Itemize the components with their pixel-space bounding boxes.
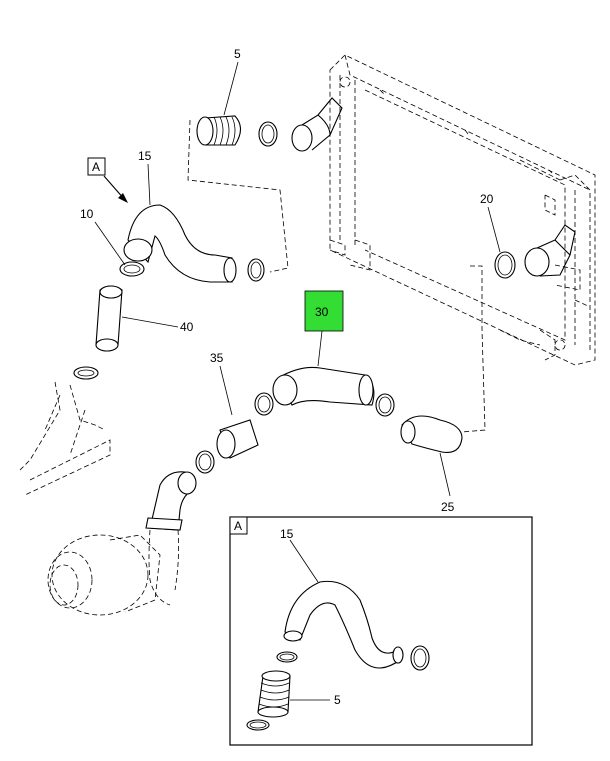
intake-manifold-fragment: [19, 381, 111, 496]
view-marker-label: A: [92, 160, 100, 174]
assembly-path-20: [461, 265, 486, 433]
detail-view-a: A 15 5: [229, 516, 533, 746]
radiator-assembly: [329, 54, 596, 366]
leader-15: [147, 163, 151, 206]
detail-part-15-elbow-hose: [283, 580, 404, 669]
clamp-upper: [258, 121, 278, 147]
cooler-inlet-right: [524, 224, 576, 277]
part-5-hose-sleeve: [196, 115, 242, 146]
callout-5: 5: [234, 47, 241, 61]
arrow-icon: [118, 193, 128, 203]
detail-clamp-right: [410, 645, 430, 671]
leader-35: [219, 365, 233, 416]
callout-15: 15: [138, 149, 152, 163]
part-35-sleeve: [216, 419, 259, 459]
view-marker-a: A: [87, 157, 128, 203]
leader-25: [439, 452, 451, 497]
cooler-outlet-top: [291, 97, 343, 152]
turbocharger: [47, 534, 161, 616]
part-25-hose: [400, 415, 463, 453]
clamp-15-right: [247, 258, 265, 282]
clamp-40-lower: [73, 366, 99, 380]
detail-callout-15: 15: [280, 527, 294, 541]
detail-view-label: A: [234, 519, 242, 533]
callout-30: 30: [315, 305, 329, 319]
callout-30-highlight: [304, 290, 344, 332]
detail-clamp-lower: [246, 719, 270, 731]
detail-callout-5: 5: [334, 693, 341, 707]
turbo-outlet-elbow: [145, 471, 197, 606]
clamp-35-lower: [195, 450, 215, 474]
detail-part-5-hose-sleeve: [257, 670, 291, 718]
callout-40: 40: [180, 320, 194, 334]
part-15-elbow-hose: [123, 204, 237, 283]
leader-20: [487, 206, 501, 253]
callout-25: 25: [441, 500, 455, 514]
clamp-30-right: [375, 393, 395, 417]
leader-5: [223, 61, 239, 116]
part-30-pipe: [272, 366, 375, 406]
leader-30: [317, 330, 323, 367]
detail-clamp-middle: [276, 651, 298, 663]
leader-40: [121, 316, 179, 328]
callout-35: 35: [210, 351, 224, 365]
callout-20: 20: [480, 192, 494, 206]
assembly-path-5: [187, 119, 289, 273]
detail-leader-15: [289, 539, 319, 583]
part-10-clamp: [119, 261, 145, 277]
clamp-30-left: [254, 392, 274, 416]
leader-10: [94, 221, 126, 266]
part-40-sleeve: [95, 285, 123, 352]
part-20-clamp: [494, 251, 516, 279]
callout-10: 10: [80, 207, 94, 221]
